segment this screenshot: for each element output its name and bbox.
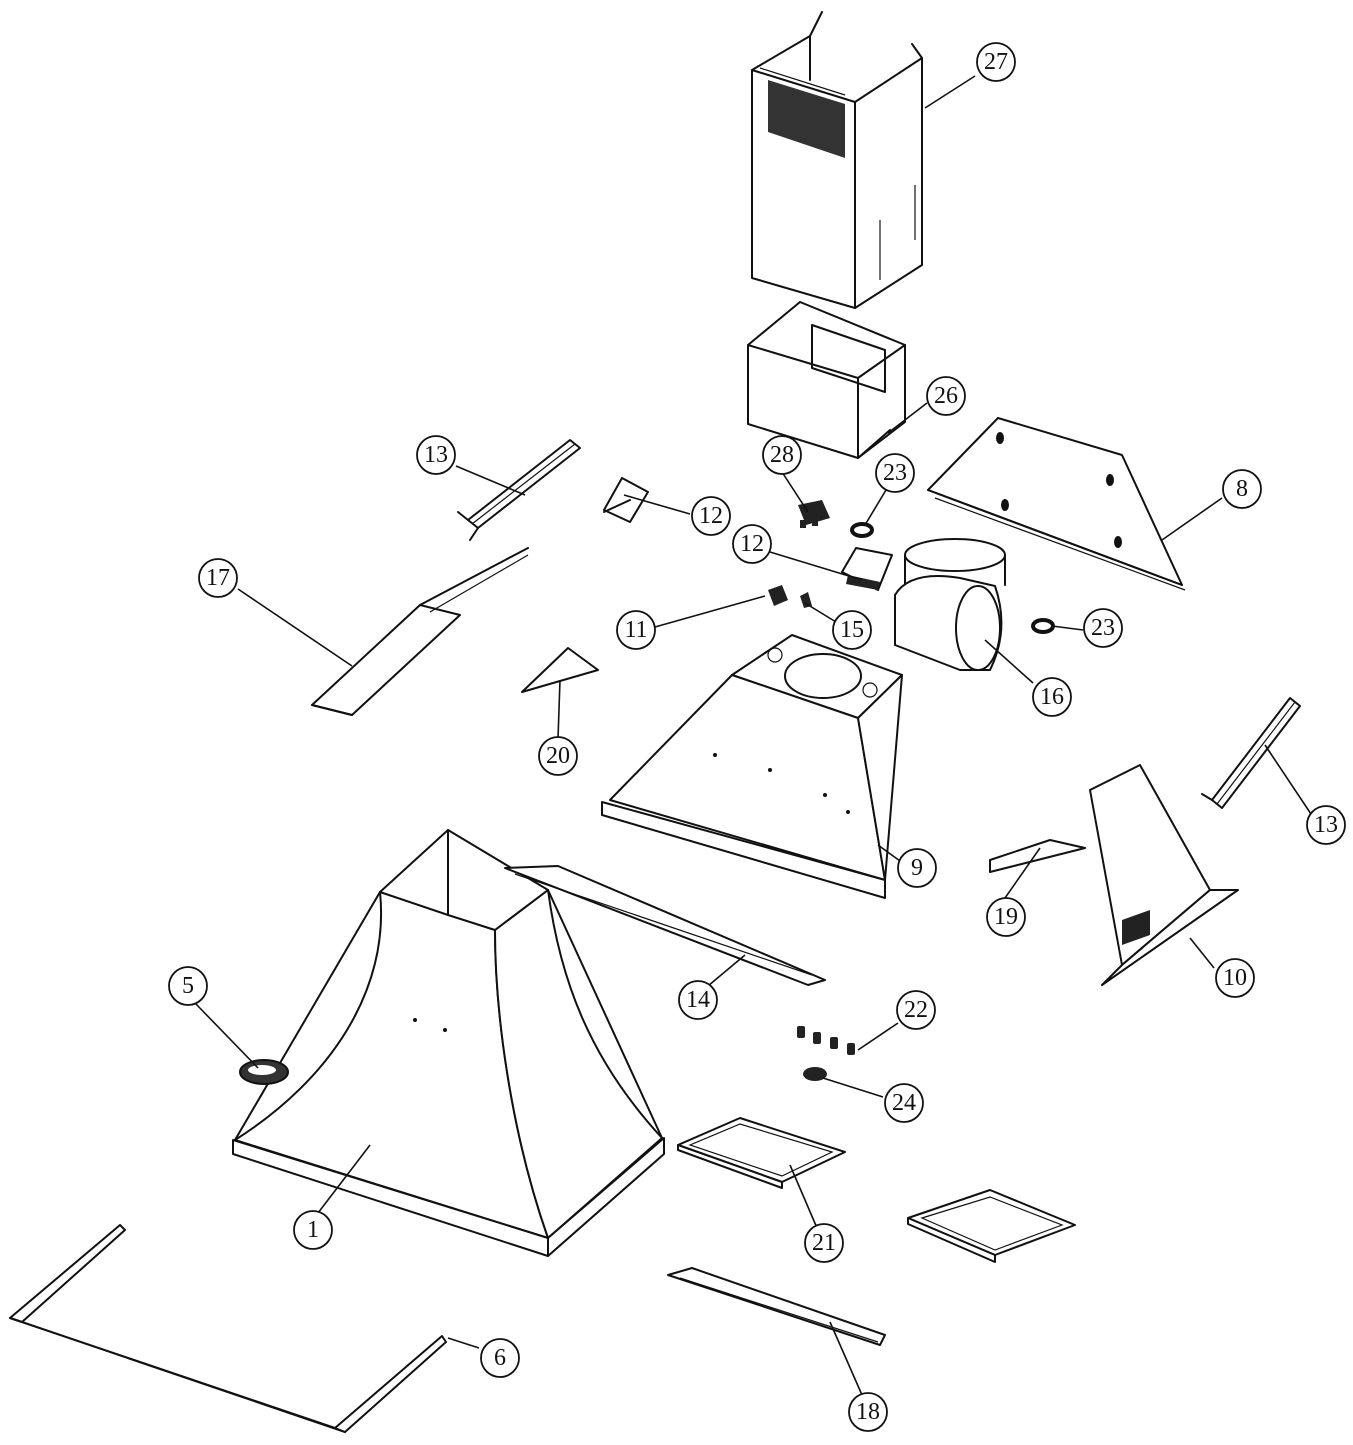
svg-text:28: 28	[770, 442, 794, 468]
part-1-main-hood	[232, 829, 665, 1257]
part-8-side-panel	[927, 417, 1186, 591]
callout-13-right: 13	[1306, 805, 1346, 845]
callout-23-right: 23	[1083, 608, 1123, 648]
callout-10: 10	[1215, 958, 1255, 998]
part-18-lower-rail	[667, 1267, 886, 1346]
part-13-rail-right	[1201, 697, 1301, 809]
callout-16: 16	[1032, 677, 1072, 717]
callout-23-upper: 23	[875, 453, 915, 493]
svg-text:27: 27	[984, 49, 1008, 75]
part-10-side-plate-right	[1089, 764, 1239, 986]
svg-text:21: 21	[812, 1230, 836, 1256]
leader-lines	[194, 75, 1314, 1396]
callout-13-left: 13	[416, 435, 456, 475]
callout-9: 9	[897, 848, 937, 888]
part-6-bottom-trim	[9, 1224, 447, 1433]
callout-24: 24	[884, 1083, 924, 1123]
svg-text:13: 13	[424, 442, 448, 468]
callout-18: 18	[848, 1392, 888, 1432]
part-24-light-fixture	[803, 1067, 827, 1081]
svg-text:23: 23	[883, 460, 907, 486]
part-23-ring-upper	[850, 522, 874, 538]
svg-text:10: 10	[1223, 965, 1247, 991]
callout-17: 17	[198, 558, 238, 598]
part-26-inner-chimney-bracket	[747, 301, 906, 459]
svg-text:23: 23	[1091, 615, 1115, 641]
callout-27: 27	[976, 42, 1016, 82]
callout-12-lower: 12	[732, 524, 772, 564]
part-23-ring-right	[1031, 618, 1055, 634]
part-16-blower	[894, 538, 1006, 671]
part-12-control-module	[841, 547, 893, 591]
callout-22: 22	[896, 990, 936, 1030]
part-22-fasteners	[797, 1026, 855, 1055]
part-21-filter-left	[677, 1117, 846, 1189]
callout-12-upper: 12	[691, 496, 731, 536]
part-15-connector	[800, 592, 812, 608]
part-11-capacitor	[768, 585, 788, 606]
callout-1: 1	[293, 1210, 333, 1250]
svg-text:20: 20	[546, 743, 570, 769]
svg-text:12: 12	[699, 503, 723, 529]
svg-text:8: 8	[1236, 476, 1248, 502]
callout-11: 11	[616, 610, 656, 650]
svg-text:9: 9	[911, 855, 923, 881]
part-28-switch-block	[798, 500, 830, 528]
svg-text:16: 16	[1040, 684, 1064, 710]
svg-text:12: 12	[740, 531, 764, 557]
callout-19: 19	[986, 897, 1026, 937]
callout-14: 14	[678, 980, 718, 1020]
part-5-badge	[239, 1059, 289, 1085]
part-27-upper-chimney-cover	[751, 11, 923, 309]
svg-text:6: 6	[494, 1345, 506, 1371]
svg-text:14: 14	[686, 987, 710, 1013]
part-21-filter-right	[907, 1189, 1076, 1263]
part-17-side-plate-left	[311, 547, 529, 716]
callout-5: 5	[168, 966, 208, 1006]
callout-26: 26	[926, 376, 966, 416]
svg-text:26: 26	[934, 383, 958, 409]
part-12-clip-upper	[603, 477, 649, 523]
svg-text:11: 11	[624, 617, 647, 643]
part-19-small-bracket	[989, 839, 1086, 873]
callout-28: 28	[762, 435, 802, 475]
svg-text:17: 17	[206, 565, 230, 591]
callout-21: 21	[804, 1223, 844, 1263]
part-13-rail-left	[457, 439, 581, 541]
callout-8: 8	[1222, 469, 1262, 509]
callout-6: 6	[480, 1338, 520, 1378]
part-9-inner-hood	[601, 634, 903, 899]
svg-text:24: 24	[892, 1090, 916, 1116]
svg-text:15: 15	[840, 617, 864, 643]
svg-text:5: 5	[182, 973, 194, 999]
svg-text:13: 13	[1314, 812, 1338, 838]
callout-15: 15	[832, 610, 872, 650]
svg-text:1: 1	[307, 1217, 319, 1243]
svg-text:18: 18	[856, 1399, 880, 1425]
callout-20: 20	[538, 736, 578, 776]
svg-text:19: 19	[994, 904, 1018, 930]
svg-text:22: 22	[904, 997, 928, 1023]
